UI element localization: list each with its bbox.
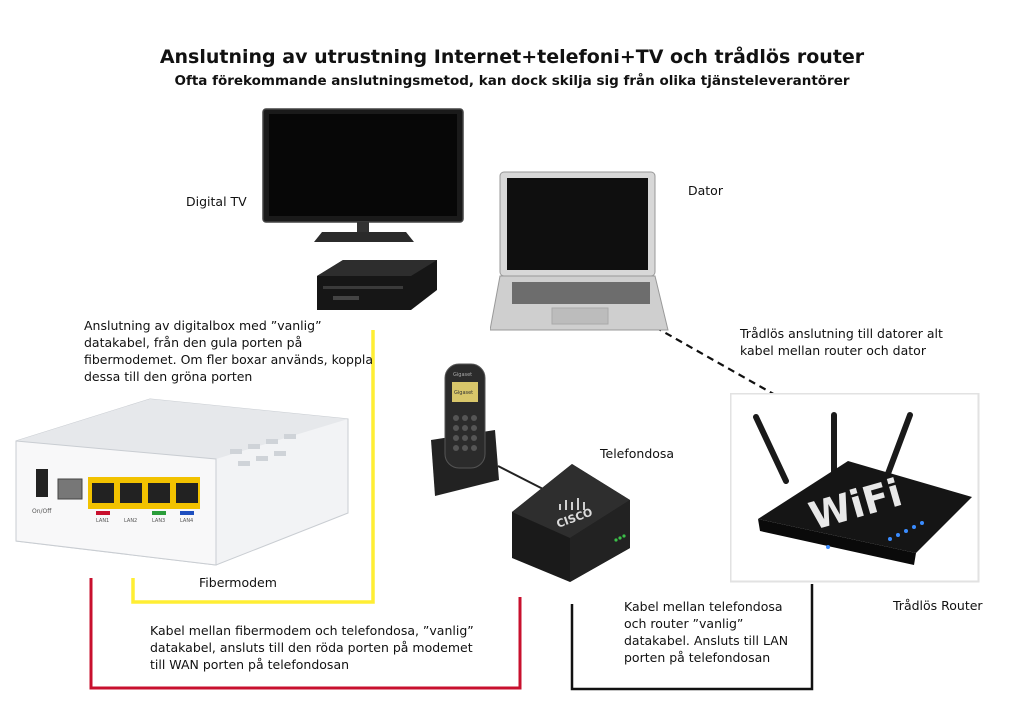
phone-display-text: Gigaset [454,390,473,396]
phone-cable [497,465,546,491]
label-telefondosa: Telefondosa [600,446,675,461]
red-cable [89,578,522,690]
label-digital-tv: Digital TV [186,194,247,209]
telefondosa-illustration: CISCO [512,464,630,582]
modem-port-label: LAN3 [152,518,165,524]
note-digitalbox: Anslutning av digitalbox med ”vanlig” da… [84,318,374,384]
label-dator: Dator [688,183,723,198]
modem-port-label: LAN1 [96,518,109,524]
laptop-illustration [490,171,669,331]
note-kabel-fiber: Kabel mellan fibermodem och telefondosa,… [150,623,474,672]
yellow-cable [131,330,375,604]
label-tradlos-router: Trådlös Router [893,598,983,613]
black-cable [570,584,814,691]
digitalbox-illustration [317,260,437,310]
note-kabel-tel: Kabel mellan telefondosa och router ”van… [624,599,789,665]
fibermodem-illustration: On/Off LAN1 LAN2 LAN3 LAN4 [15,398,349,566]
modem-onoff-text: On/Off [32,508,52,515]
label-fibermodem: Fibermodem [199,575,277,590]
note-tradlos: Trådlös anslutning till datorer alt kabe… [740,326,943,358]
diagram-title: Anslutning av utrustning Internet+telefo… [159,46,865,68]
wifi-router-illustration: WiFi [730,393,980,583]
modem-port-label: LAN4 [180,518,193,524]
tv-illustration [262,108,464,242]
modem-port-label: LAN2 [124,518,137,524]
phone-illustration: Gigaset Gigaset [431,363,499,496]
phone-brand-text: Gigaset [453,372,472,378]
diagram-subtitle: Ofta förekommande anslutningsmetod, kan … [174,73,850,89]
